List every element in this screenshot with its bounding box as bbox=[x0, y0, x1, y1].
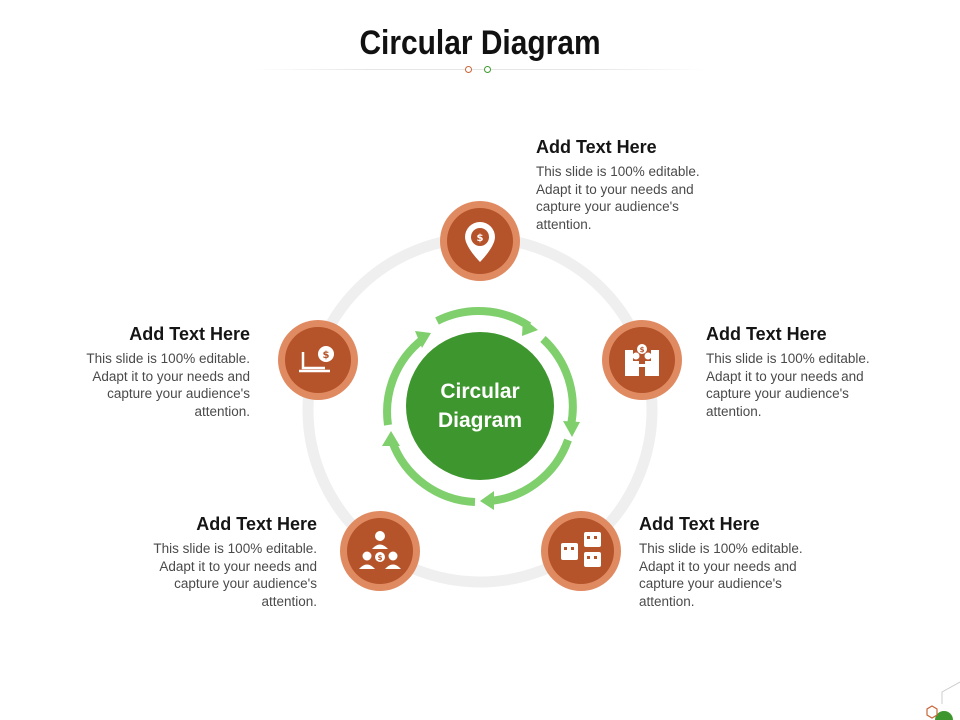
laptop-dollar-chat-icon: $ bbox=[299, 346, 334, 373]
arrow-head-3 bbox=[480, 491, 494, 510]
block-heading: Add Text Here bbox=[639, 514, 760, 534]
svg-text:$: $ bbox=[323, 350, 330, 361]
arrow-segment-2 bbox=[540, 336, 577, 426]
node-right: $ bbox=[602, 320, 682, 400]
text-block-left: Add Text Here This slide is 100% editabl… bbox=[50, 324, 250, 420]
block-body: This slide is 100% editable. Adapt it to… bbox=[536, 164, 700, 232]
location-pin-dollar-icon: $ bbox=[465, 222, 495, 262]
block-heading: Add Text Here bbox=[196, 514, 317, 534]
svg-text:$: $ bbox=[640, 346, 645, 354]
node-bottom-left: $ bbox=[340, 511, 420, 591]
title-dot-green bbox=[484, 66, 491, 73]
arrow-segment-5 bbox=[383, 335, 426, 426]
block-body: This slide is 100% editable. Adapt it to… bbox=[639, 541, 803, 609]
node-top: $ bbox=[440, 201, 520, 281]
page-title: Circular Diagram bbox=[359, 24, 601, 62]
people-money-icon: $ bbox=[359, 531, 401, 569]
arrow-head-5 bbox=[415, 331, 431, 348]
arrow-segment-4 bbox=[388, 439, 476, 506]
title-dot-orange bbox=[465, 66, 472, 73]
arrow-heads bbox=[382, 318, 580, 510]
text-block-bottom-right: Add Text Here This slide is 100% editabl… bbox=[639, 514, 839, 610]
text-block-right: Add Text Here This slide is 100% editabl… bbox=[706, 324, 906, 420]
center-label-line1: Circular bbox=[440, 380, 520, 403]
node-left: $ bbox=[278, 320, 358, 400]
text-block-bottom-left: Add Text Here This slide is 100% editabl… bbox=[117, 514, 317, 610]
arrow-head-2 bbox=[563, 421, 580, 437]
node-bottom-right bbox=[541, 511, 621, 591]
block-body: This slide is 100% editable. Adapt it to… bbox=[706, 351, 870, 419]
corner-decoration bbox=[926, 681, 960, 720]
text-block-top: Add Text Here This slide is 100% editabl… bbox=[536, 137, 736, 233]
business-handshake-icon: $ bbox=[625, 344, 659, 376]
svg-text:$: $ bbox=[378, 554, 383, 562]
block-body: This slide is 100% editable. Adapt it to… bbox=[153, 541, 317, 609]
center-circle bbox=[406, 332, 554, 480]
block-heading: Add Text Here bbox=[536, 137, 657, 157]
arrow-head-4 bbox=[382, 431, 400, 446]
buildings-icon bbox=[561, 532, 601, 567]
svg-text:$: $ bbox=[477, 233, 484, 244]
arrow-segment-3 bbox=[489, 438, 572, 505]
block-heading: Add Text Here bbox=[706, 324, 827, 344]
center-label: Circular Diagram bbox=[407, 377, 553, 435]
arrow-head-1 bbox=[522, 318, 538, 336]
center-label-line2: Diagram bbox=[437, 409, 523, 432]
block-heading: Add Text Here bbox=[129, 324, 250, 344]
block-body: This slide is 100% editable. Adapt it to… bbox=[86, 351, 250, 419]
arrow-ring bbox=[383, 307, 577, 506]
arrow-segment-1 bbox=[435, 307, 532, 330]
title-divider bbox=[255, 69, 705, 70]
